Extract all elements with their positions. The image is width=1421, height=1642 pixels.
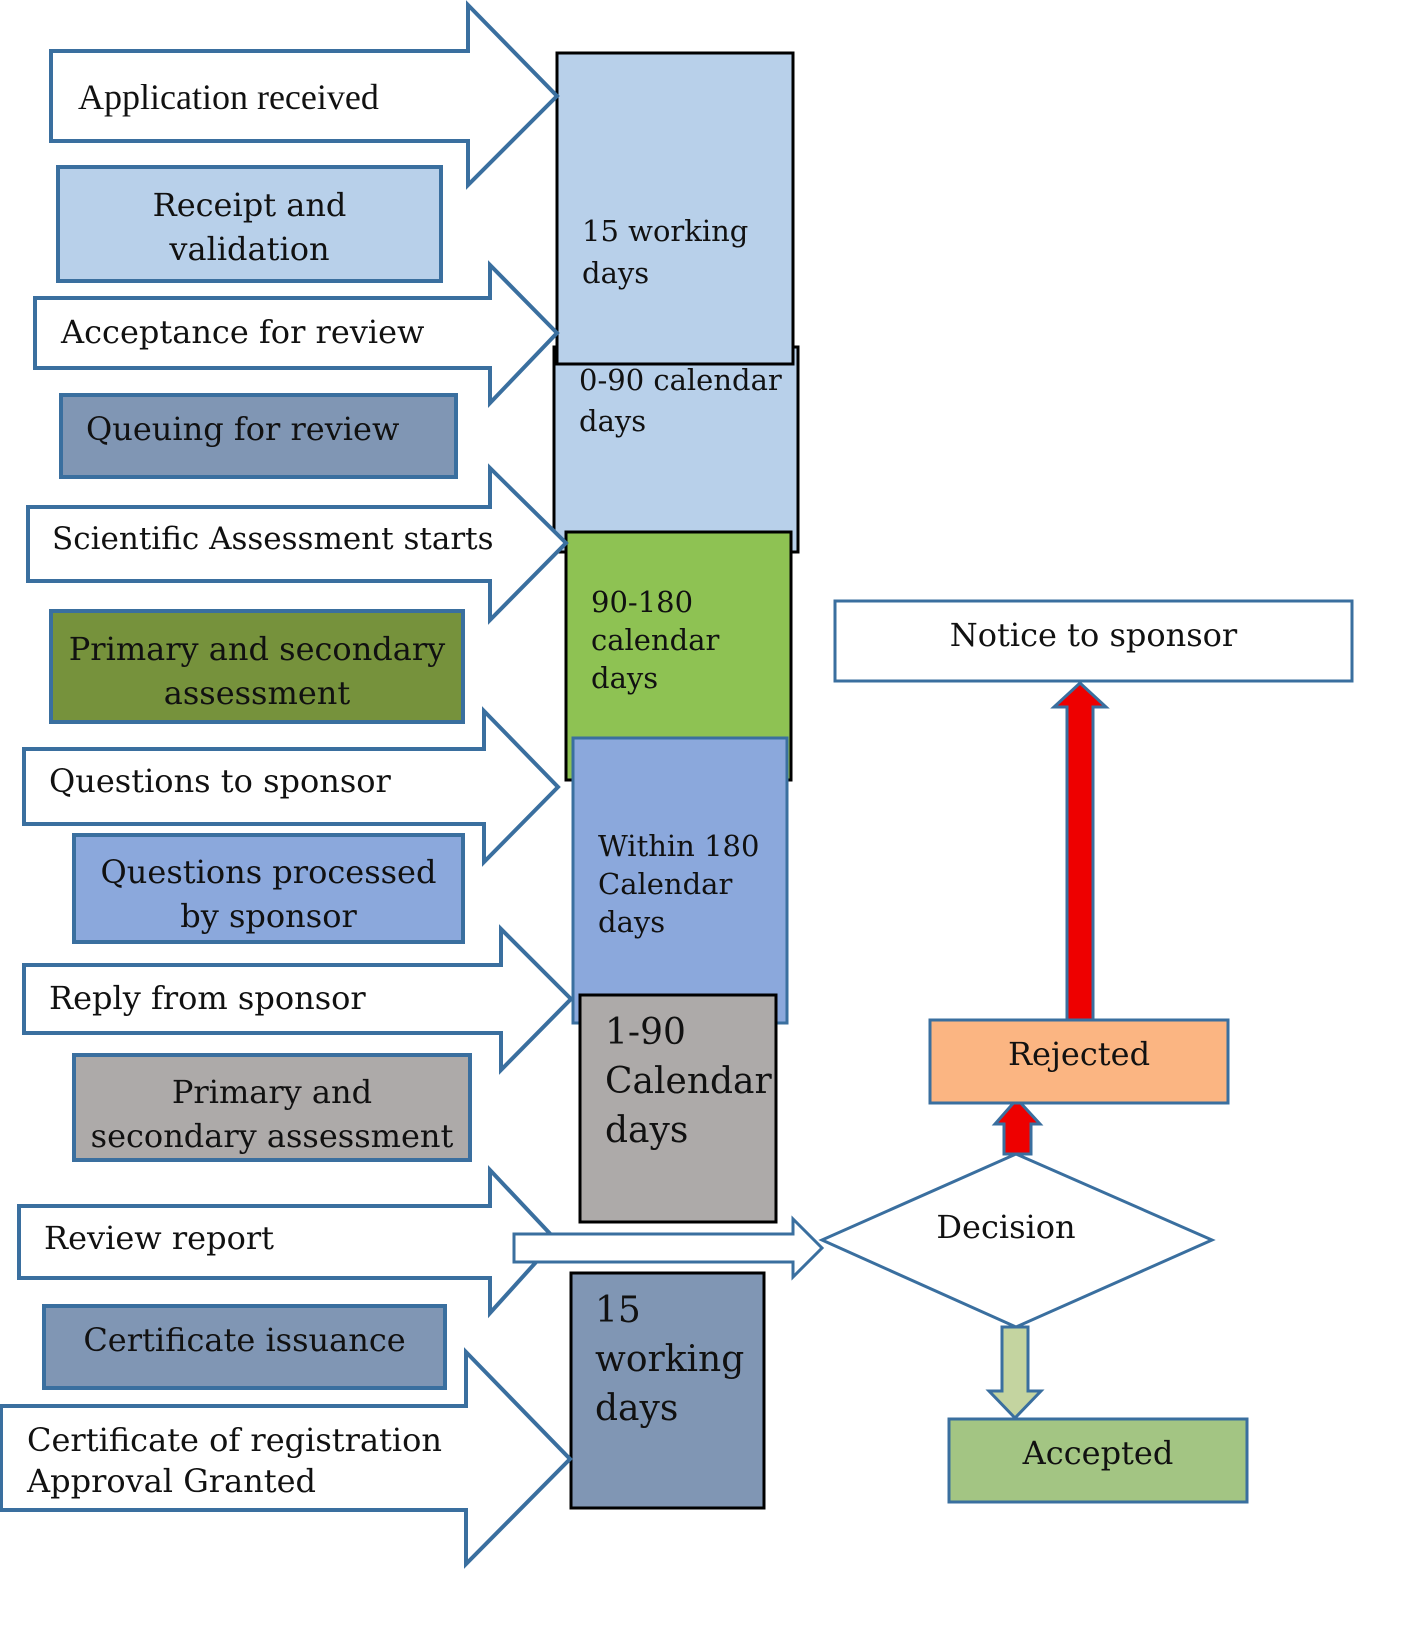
timeline-box-5 [578, 993, 778, 1224]
timeline-label-4-line3: days [598, 905, 666, 939]
label-receipt-validation: Receipt and validation [58, 183, 441, 271]
timeline-label-4: Within 180 Calendar days [598, 827, 759, 941]
label-scientific-assessment-starts: Scientific Assessment starts [52, 521, 494, 557]
label-receipt-validation-line1: Receipt and [152, 186, 347, 224]
label-acceptance-for-review: Acceptance for review [61, 313, 425, 351]
red-arrow-to-rejected [991, 1096, 1044, 1156]
label-certificate-of-registration: Certificate of registration Approval Gra… [27, 1420, 442, 1502]
arrow-application-received [49, 0, 560, 190]
box-accepted [947, 1417, 1249, 1504]
timeline-label-6-line1: 15 [595, 1290, 641, 1331]
arrow-to-decision [512, 1215, 825, 1281]
arrow-scientific-assessment [26, 463, 569, 625]
arrow-reply-from-sponsor [22, 924, 574, 1075]
arrow-certificate-of-registration [0, 1347, 573, 1569]
timeline-label-5-line2: Calendar [605, 1061, 772, 1102]
timeline-label-6-line3: days [595, 1388, 679, 1429]
label-questions-to-sponsor: Questions to sponsor [49, 762, 391, 800]
timeline-label-3-line2: calendar [591, 623, 720, 657]
arrow-questions-to-sponsor [22, 706, 561, 867]
label-certificate-issuance: Certificate issuance [83, 1321, 406, 1359]
arrow-to-accepted [985, 1325, 1045, 1421]
label-review-report: Review report [44, 1219, 274, 1257]
box-primary-secondary-2 [72, 1053, 472, 1162]
label-primary-secondary-1-line2: assessment [163, 674, 351, 712]
timeline-label-2-line2: days [579, 404, 647, 438]
box-questions-processed [72, 833, 465, 944]
timeline-label-4-line2: Calendar [598, 867, 733, 901]
label-primary-secondary-1-line1: Primary and secondary [68, 630, 446, 668]
timeline-label-6: 15 working days [595, 1286, 744, 1433]
box-notice-to-sponsor [833, 599, 1354, 683]
label-rejected: Rejected [1007, 1035, 1151, 1073]
label-notice-to-sponsor: Notice to sponsor [949, 616, 1238, 654]
timeline-label-4-line1: Within 180 [598, 829, 760, 863]
box-primary-secondary-1 [49, 609, 465, 724]
label-decision: Decision [936, 1208, 1076, 1246]
label-accepted: Accepted [1022, 1434, 1174, 1472]
box-receipt-validation [56, 165, 443, 283]
timeline-label-1-line2: days [582, 256, 650, 290]
label-certificate-of-registration-line2: Approval Granted [27, 1462, 317, 1500]
timeline-box-2 [552, 345, 800, 554]
label-primary-secondary-2: Primary and secondary assessment [74, 1070, 470, 1158]
label-application-received: Application received [78, 77, 379, 117]
timeline-label-1: 15 working days [582, 210, 748, 294]
timeline-label-2: 0-90 calendar days [579, 360, 782, 442]
timeline-label-3-line1: 90-180 [591, 585, 694, 619]
arrow-review-report [17, 1164, 559, 1319]
timeline-label-1-line1: 15 working [582, 214, 749, 248]
label-primary-secondary-2-line1: Primary and [171, 1073, 373, 1111]
box-certificate-issuance [42, 1304, 447, 1390]
label-primary-secondary-2-line2: secondary assessment [90, 1117, 454, 1155]
label-questions-processed-line2: by sponsor [180, 897, 357, 935]
timeline-label-3-line3: days [591, 661, 659, 695]
label-queuing-for-review: Queuing for review [86, 410, 400, 448]
timeline-box-4 [571, 736, 789, 1025]
label-receipt-validation-line2: validation [169, 230, 330, 268]
timeline-box-1-overlay [555, 51, 795, 366]
timeline-box-6 [569, 1271, 766, 1510]
box-queuing-for-review [59, 393, 458, 479]
box-rejected [928, 1018, 1230, 1105]
arrow-acceptance-for-review [33, 260, 560, 408]
timeline-label-6-line2: working [595, 1339, 745, 1380]
label-questions-processed-line1: Questions processed [100, 853, 437, 891]
label-questions-processed: Questions processed by sponsor [74, 850, 463, 938]
label-certificate-of-registration-line1: Certificate of registration [27, 1421, 442, 1459]
timeline-label-5: 1-90 Calendar days [605, 1008, 772, 1155]
red-arrow-to-notice [1050, 680, 1110, 1022]
timeline-label-2-line1: 0-90 calendar [579, 363, 782, 397]
timeline-label-5-line1: 1-90 [605, 1012, 686, 1053]
label-reply-from-sponsor: Reply from sponsor [49, 979, 366, 1017]
timeline-label-5-line3: days [605, 1110, 689, 1151]
timeline-label-3: 90-180 calendar days [591, 583, 719, 697]
label-primary-secondary-1: Primary and secondary assessment [51, 627, 463, 715]
